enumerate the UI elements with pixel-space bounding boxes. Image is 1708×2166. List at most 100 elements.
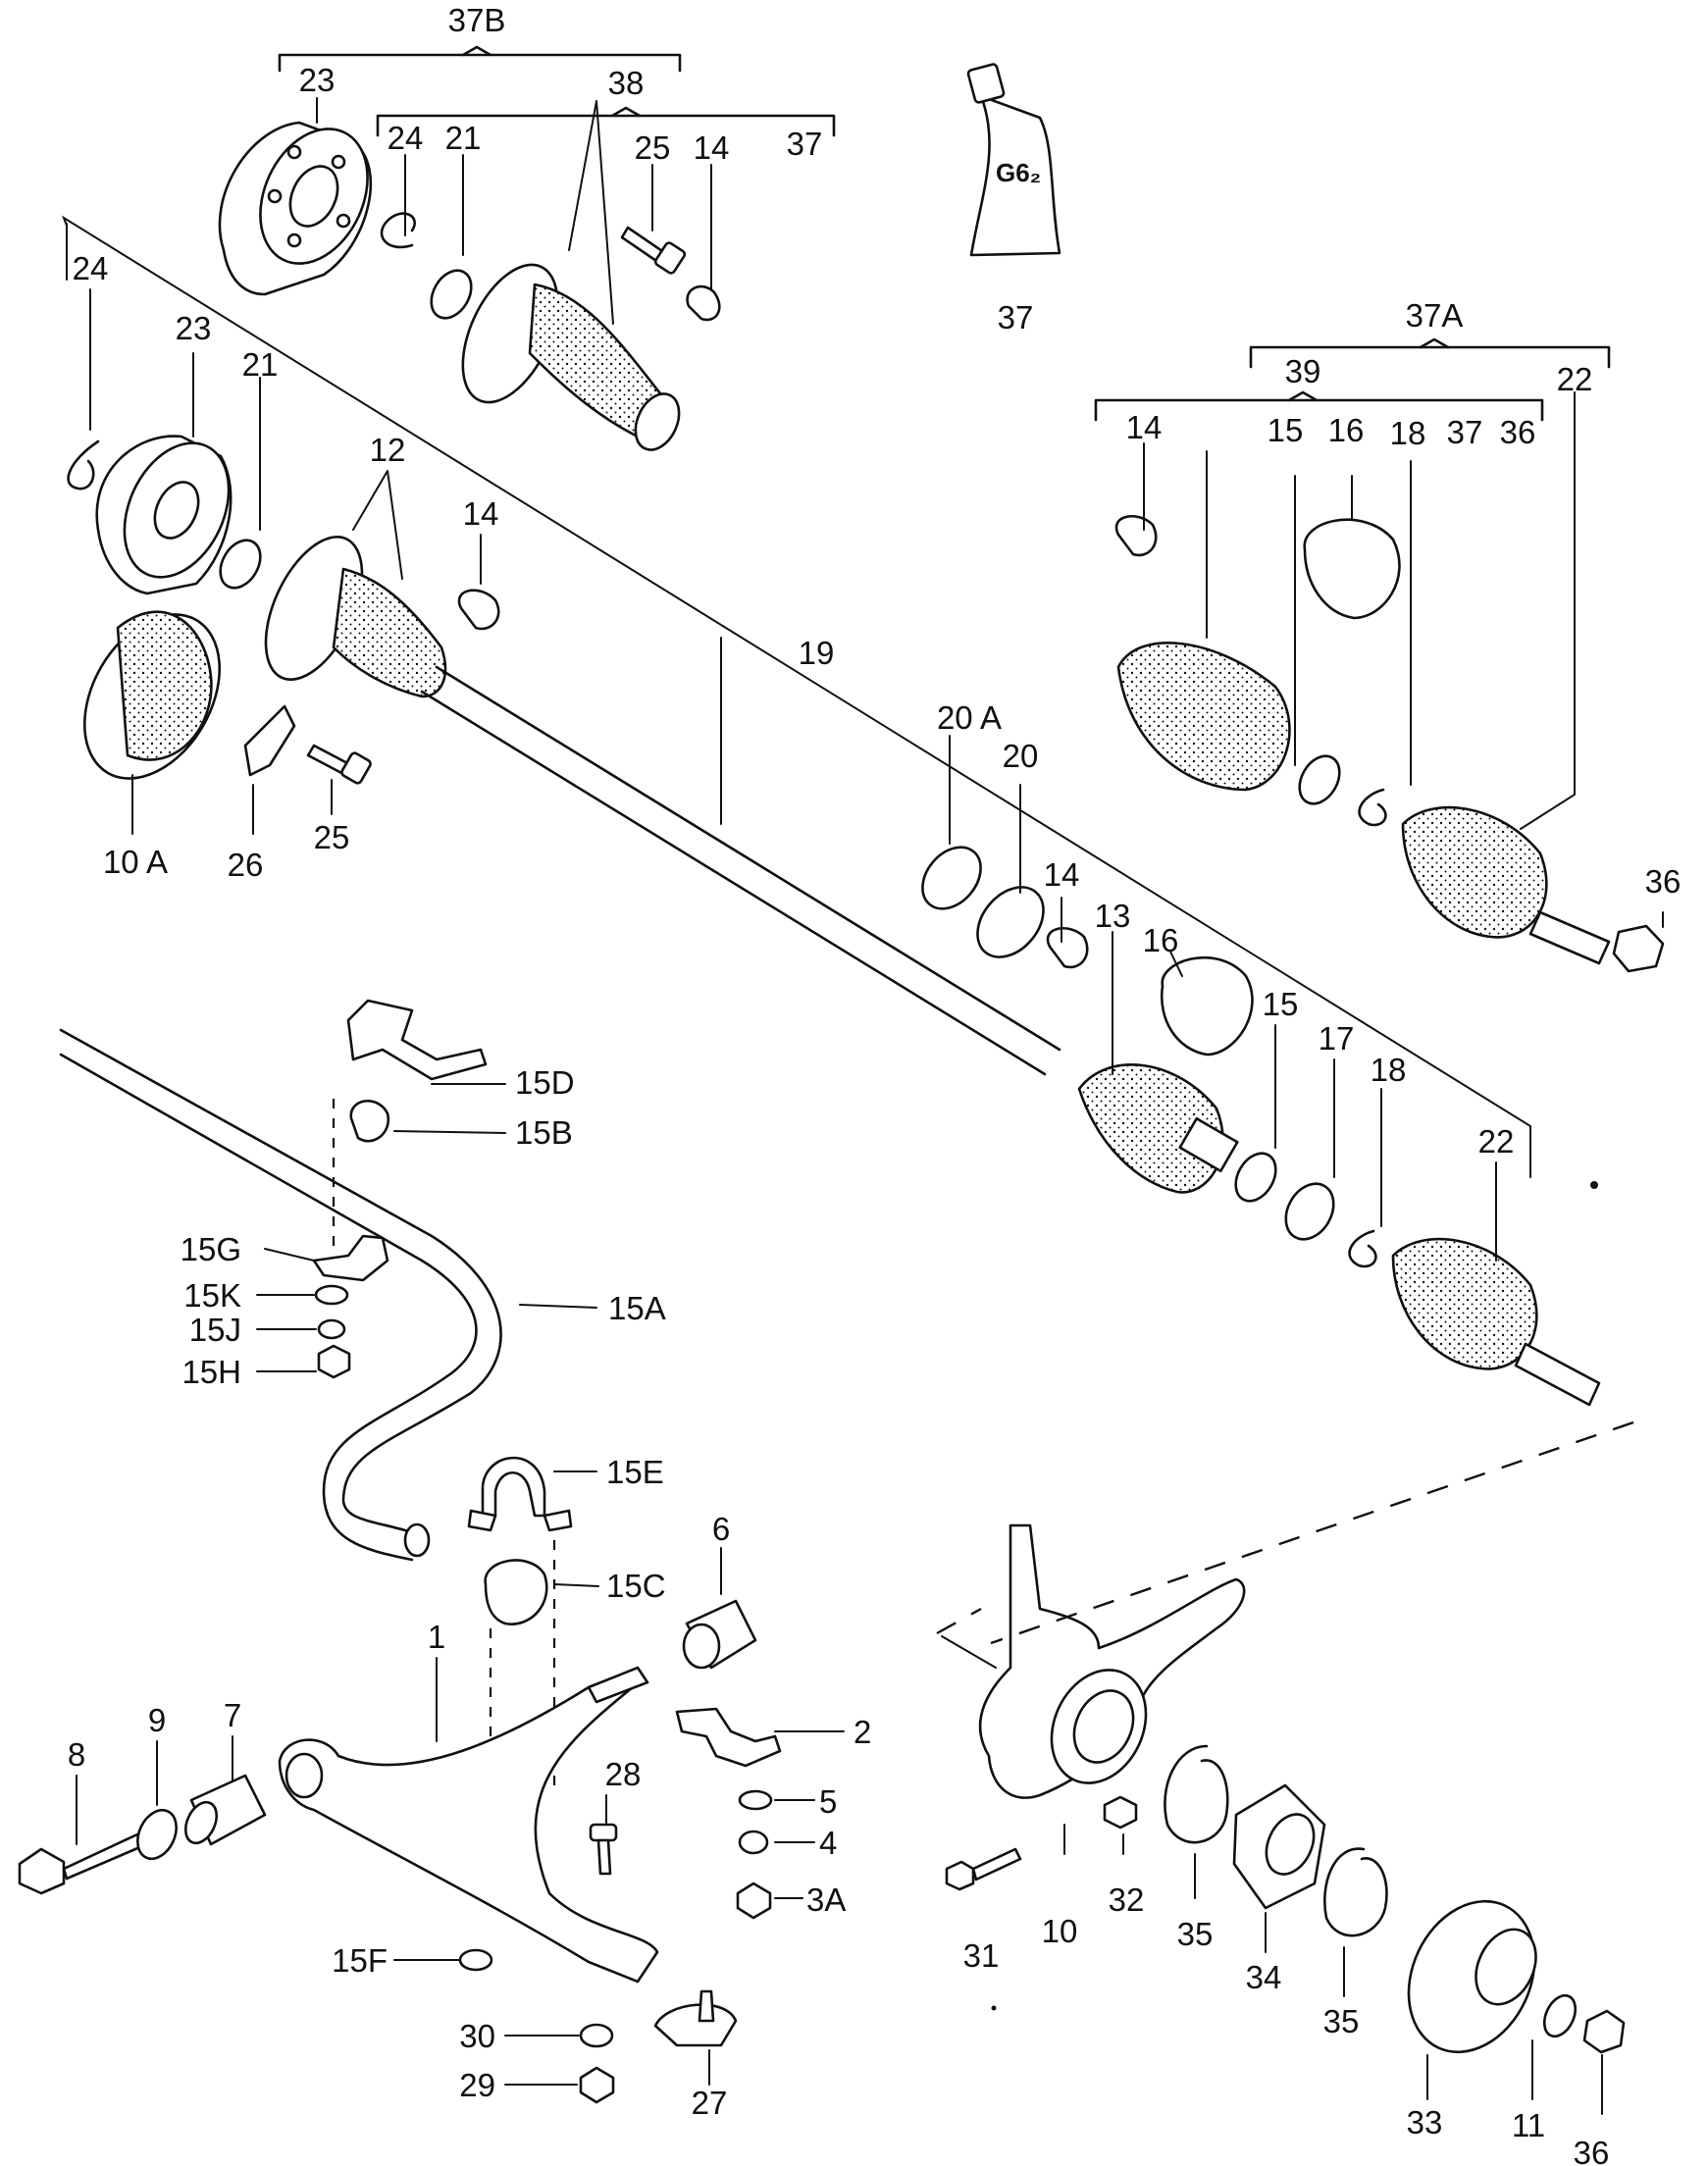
callout-17: 17 bbox=[1319, 1020, 1355, 1057]
callout-12: 12 bbox=[370, 432, 406, 468]
callout-15-right: 15 bbox=[1268, 412, 1304, 448]
circlip-35-outer bbox=[1323, 1847, 1388, 1937]
ring-20 bbox=[976, 886, 1045, 958]
clamp-15D bbox=[346, 999, 488, 1081]
callout-labels: 37B 38 37 23 24 21 25 14 37 37A 39 22 14… bbox=[68, 2, 1682, 2166]
callout-26: 26 bbox=[228, 847, 264, 883]
ball-joint-27 bbox=[653, 1989, 738, 2047]
callout-38: 38 bbox=[608, 65, 645, 101]
callout-15D: 15D bbox=[515, 1064, 575, 1101]
callout-37B: 37B bbox=[448, 2, 506, 38]
callout-20A: 20 A bbox=[937, 699, 1002, 736]
callout-25-top: 25 bbox=[635, 129, 671, 166]
bolt-28 bbox=[589, 1823, 618, 1876]
callout-27: 27 bbox=[692, 2085, 728, 2121]
callout-19: 19 bbox=[799, 635, 835, 671]
wheel-hub-33 bbox=[1407, 1899, 1537, 2054]
bracket-39 bbox=[1094, 390, 1544, 422]
callout-11: 11 bbox=[1512, 2107, 1545, 2143]
outer-joint-flange-23-left bbox=[95, 435, 233, 595]
bushing-6 bbox=[682, 1599, 757, 1670]
callout-24-top: 24 bbox=[388, 120, 424, 156]
callout-25-left: 25 bbox=[314, 819, 350, 855]
hose-clamp-16-shaft bbox=[1160, 955, 1254, 1057]
nut-15F bbox=[458, 1948, 493, 1972]
nut-15H bbox=[317, 1344, 351, 1379]
callout-36-right: 36 bbox=[1500, 414, 1536, 450]
callout-2: 2 bbox=[854, 1714, 871, 1750]
callout-15K: 15K bbox=[183, 1277, 241, 1314]
circlip-18-right bbox=[1358, 788, 1387, 827]
callout-34: 34 bbox=[1246, 1959, 1282, 1995]
bracket-15G bbox=[312, 1234, 389, 1282]
bushing-7 bbox=[183, 1774, 267, 1846]
nut-3A bbox=[736, 1882, 772, 1920]
bushing-15C bbox=[484, 1559, 548, 1625]
clamp-14-mid bbox=[457, 589, 500, 631]
callout-32: 32 bbox=[1109, 1882, 1145, 1918]
hose-clamp-16-right bbox=[1303, 518, 1401, 620]
callout-39: 39 bbox=[1285, 353, 1321, 389]
washer-15-shaft bbox=[1234, 1152, 1277, 1203]
callout-35-inner: 35 bbox=[1177, 1916, 1214, 1952]
washer-21-top bbox=[430, 269, 473, 320]
circlip-24-top bbox=[380, 212, 416, 249]
callout-15J: 15J bbox=[189, 1312, 241, 1348]
bolt-25-left bbox=[306, 744, 372, 785]
dished-washer-17 bbox=[1284, 1182, 1335, 1241]
callout-31: 31 bbox=[963, 1937, 1000, 1974]
outer-joint-flange-23-top bbox=[218, 121, 373, 296]
clamp-14-top bbox=[686, 284, 721, 322]
callout-21-top: 21 bbox=[445, 120, 482, 156]
tube-label: G6₂ bbox=[996, 158, 1041, 187]
callout-16-shaft: 16 bbox=[1143, 922, 1179, 958]
joint-boot-39 bbox=[1116, 642, 1291, 792]
grease-tube-37: G6₂ bbox=[966, 63, 1061, 257]
callout-7: 7 bbox=[224, 1697, 241, 1733]
callout-15G: 15G bbox=[181, 1231, 241, 1267]
steering-knuckle-10 bbox=[978, 1523, 1246, 1799]
callout-37-tube: 37 bbox=[998, 299, 1034, 335]
callout-37-top: 37 bbox=[787, 126, 823, 162]
callout-4: 4 bbox=[819, 1825, 837, 1861]
callout-14-shaft: 14 bbox=[1044, 856, 1080, 893]
callout-9: 9 bbox=[148, 1702, 166, 1738]
callout-14-right: 14 bbox=[1126, 409, 1163, 445]
drive-shaft-19 bbox=[420, 665, 1061, 1076]
nut-36-bottom bbox=[1582, 2009, 1626, 2054]
callout-15E: 15E bbox=[606, 1454, 664, 1490]
callout-24-left: 24 bbox=[73, 250, 109, 286]
callout-15B: 15B bbox=[515, 1114, 573, 1151]
callout-5: 5 bbox=[819, 1783, 837, 1820]
wheel-bearing-34 bbox=[1232, 1783, 1326, 1910]
callout-21-left: 21 bbox=[242, 346, 279, 383]
bolt-8 bbox=[18, 1832, 144, 1895]
outer-joint-22-shaft bbox=[1391, 1237, 1601, 1407]
dashed-assembly-line-hub bbox=[990, 1420, 1634, 1645]
clamp-15E bbox=[467, 1456, 573, 1532]
bracket-37B bbox=[278, 45, 682, 73]
bracket-38 bbox=[376, 106, 836, 137]
bracket-2 bbox=[675, 1707, 782, 1768]
callout-22-shaft: 22 bbox=[1478, 1123, 1515, 1160]
spring-washer-4 bbox=[738, 1830, 769, 1855]
spring-washer-15J bbox=[317, 1318, 346, 1340]
washer-21-left bbox=[219, 539, 262, 590]
circlip-18-shaft bbox=[1348, 1229, 1377, 1268]
bracket-37A bbox=[1249, 337, 1611, 369]
callout-20: 20 bbox=[1003, 738, 1039, 774]
callout-15A: 15A bbox=[608, 1290, 666, 1326]
control-arm-1 bbox=[278, 1666, 659, 1984]
ring-20A bbox=[921, 846, 982, 910]
callout-10A: 10 A bbox=[103, 844, 168, 880]
joint-boot-13 bbox=[1077, 1063, 1239, 1194]
clamp-14-shaft bbox=[1046, 927, 1089, 969]
stabilizer-bar-15A bbox=[59, 1028, 502, 1562]
joint-boot-38 bbox=[461, 263, 681, 451]
callout-35-outer: 35 bbox=[1323, 2003, 1360, 2039]
marker-dot bbox=[1590, 1181, 1598, 1189]
callout-29: 29 bbox=[459, 2067, 495, 2103]
callout-8: 8 bbox=[68, 1736, 85, 1773]
